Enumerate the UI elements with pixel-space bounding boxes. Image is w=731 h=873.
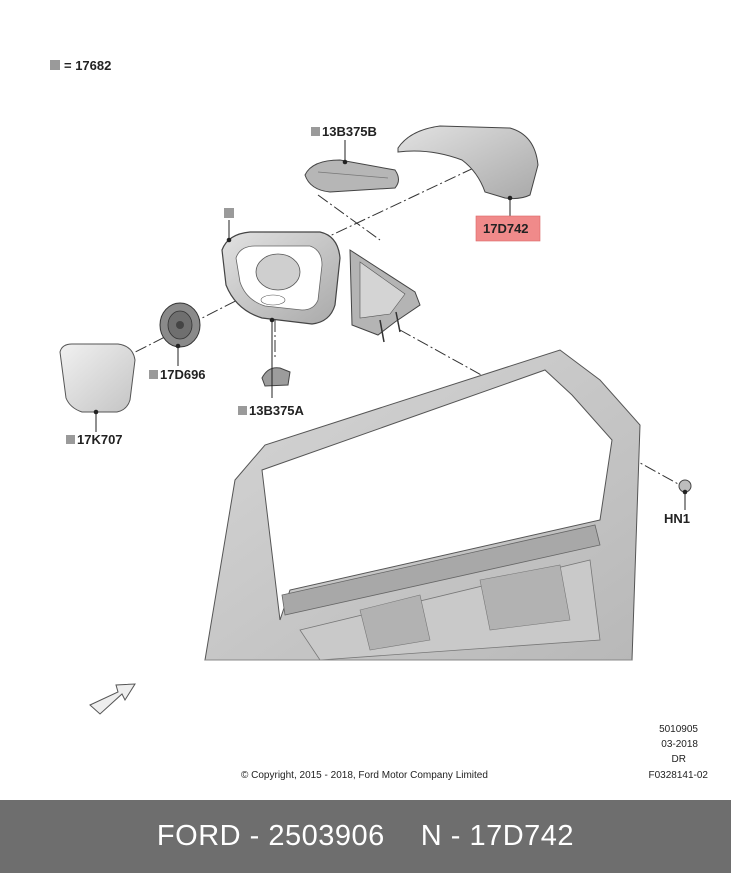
part-label: 13B375B	[322, 124, 377, 139]
label-17d696: 17D696	[149, 367, 206, 382]
part-label: 17K707	[77, 432, 123, 447]
side-indicator-part	[304, 159, 399, 193]
label-13b375a: 13B375A	[238, 403, 305, 418]
doc-number: 5010905	[659, 724, 698, 735]
marker-square-icon	[149, 370, 158, 379]
marker-square-icon	[66, 435, 75, 444]
doc-date: 03-2018	[661, 739, 698, 750]
label-hn1: HN1	[664, 511, 690, 526]
puddle-lamp-part	[261, 367, 291, 387]
marker-square-icon	[224, 208, 234, 218]
legend-label: = 17682	[64, 58, 111, 73]
part-label: 17D742	[483, 221, 529, 236]
doc-variant: DR	[672, 754, 686, 765]
label-17d742-highlighted[interactable]: 17D742	[475, 215, 541, 242]
door-panel	[204, 349, 641, 661]
leader-dots	[93, 159, 688, 495]
legend-marker-icon	[50, 60, 60, 70]
figure-id: F0328141-02	[649, 770, 709, 781]
footer-ref-part: N - 17D742	[420, 820, 575, 852]
part-number-footer: FORD - 2503906 N - 17D742	[0, 800, 731, 873]
part-label: HN1	[664, 511, 690, 526]
label-17k707: 17K707	[66, 432, 123, 447]
exploded-parts-diagram: = 17682	[50, 58, 708, 781]
part-label: 17D696	[160, 367, 206, 382]
copyright-notice: © Copyright, 2015 - 2018, Ford Motor Com…	[241, 770, 488, 781]
leader-lines	[95, 140, 686, 510]
footer-brand-part: FORD - 2503906	[156, 820, 385, 852]
mirror-motor-part	[159, 302, 201, 348]
mirror-cap-part	[397, 125, 539, 200]
marker-square-icon	[238, 406, 247, 415]
mirror-base-part	[349, 249, 421, 343]
highlight-box	[475, 215, 541, 242]
legend: = 17682	[50, 58, 111, 73]
mirror-housing-part	[221, 231, 341, 325]
mirror-glass-part	[59, 343, 136, 413]
part-label: 13B375A	[249, 403, 305, 418]
direction-arrow-icon	[89, 683, 136, 715]
document-metadata: 5010905 03-2018 DR F0328141-02 © Copyrig…	[241, 724, 708, 781]
marker-square-icon	[311, 127, 320, 136]
label-13b375b: 13B375B	[311, 124, 377, 139]
